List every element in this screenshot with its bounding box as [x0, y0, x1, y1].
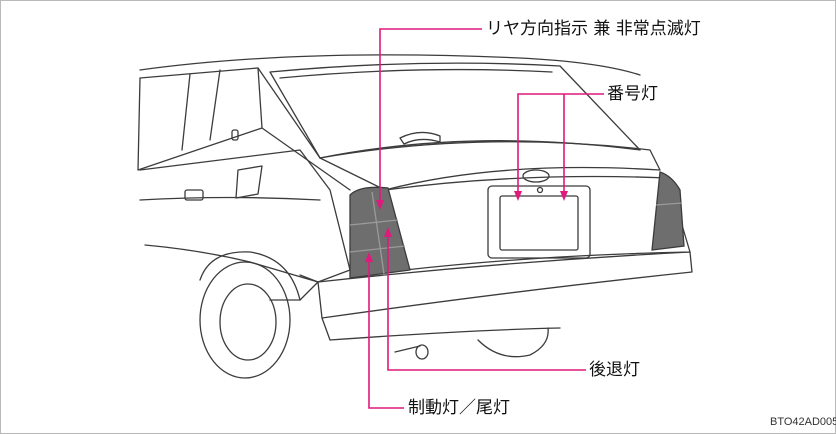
image-code: BTO42AD005 [770, 416, 836, 428]
side-window [137, 67, 263, 171]
leader-turn-hazard [379, 28, 482, 205]
leader-stop-tail [368, 257, 404, 409]
label-reverse: 後退灯 [589, 360, 640, 380]
label-license-plate: 番号灯 [607, 84, 658, 104]
leader-license-plate [517, 93, 604, 196]
right-tail-lamp [651, 171, 685, 251]
leader-reverse [387, 232, 586, 371]
far-wheel [477, 327, 549, 358]
rear-wheel [199, 261, 291, 379]
label-stop-tail: 制動灯／尾灯 [408, 398, 510, 418]
rear-bumper [317, 251, 693, 319]
arrowhead [376, 200, 384, 210]
rear-window [269, 62, 641, 159]
side-body [139, 149, 351, 301]
left-tail-lamp [349, 186, 411, 279]
emblem [522, 169, 550, 183]
exhaust-pipe [394, 345, 421, 353]
roof-outline [139, 54, 641, 76]
door-handle [184, 189, 204, 201]
plate-recess [487, 185, 591, 259]
label-turn-hazard: リヤ方向指示 兼 非常点滅灯 [486, 19, 701, 39]
trunk-lid [319, 141, 661, 191]
